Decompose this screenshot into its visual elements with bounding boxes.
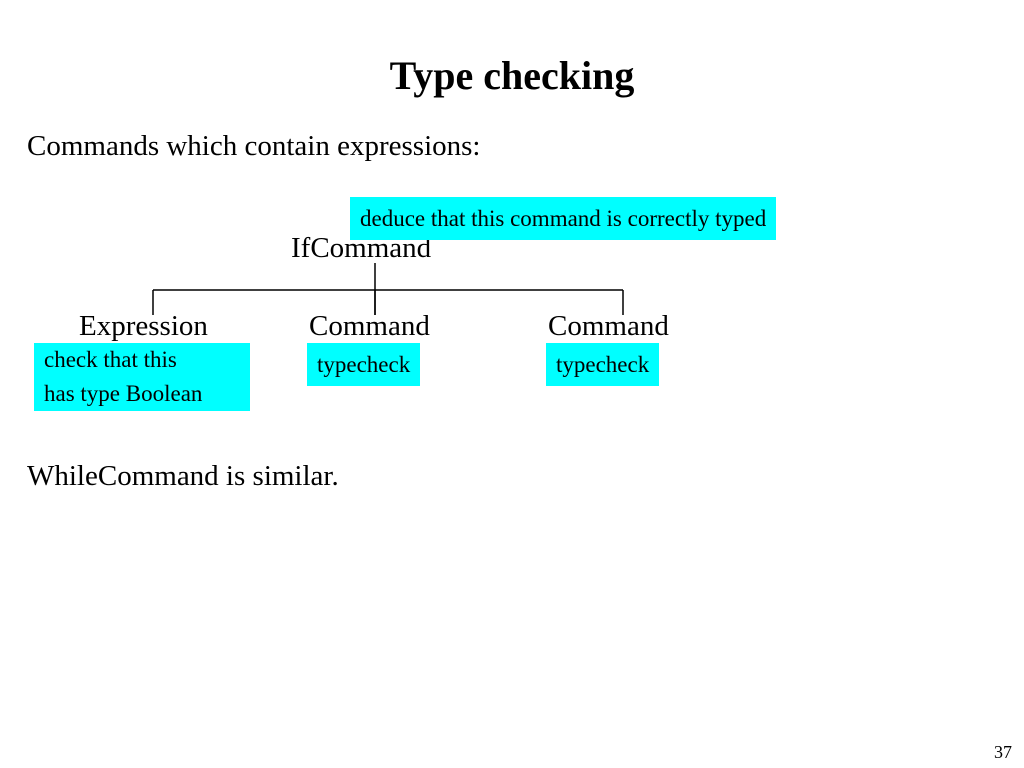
tree-child-command-2: Command bbox=[548, 310, 669, 342]
page-number: 37 bbox=[994, 742, 1012, 762]
tree-child-expression: Expression bbox=[79, 310, 208, 342]
footer-text: WhileCommand is similar. bbox=[27, 460, 339, 492]
slide-title: Type checking bbox=[389, 53, 635, 98]
command-2-annotation-note: typecheck bbox=[546, 343, 660, 386]
intro-text: Commands which contain expressions: bbox=[27, 130, 481, 162]
expression-note-line-1: check that this bbox=[44, 347, 177, 372]
tree-child-command-1: Command bbox=[309, 310, 430, 342]
expression-note-line-2: has type Boolean bbox=[44, 381, 203, 406]
root-annotation-note: deduce that this command is correctly ty… bbox=[350, 197, 777, 240]
expression-annotation-note: check that this has type Boolean bbox=[34, 343, 250, 411]
command-1-annotation-note: typecheck bbox=[307, 343, 421, 386]
